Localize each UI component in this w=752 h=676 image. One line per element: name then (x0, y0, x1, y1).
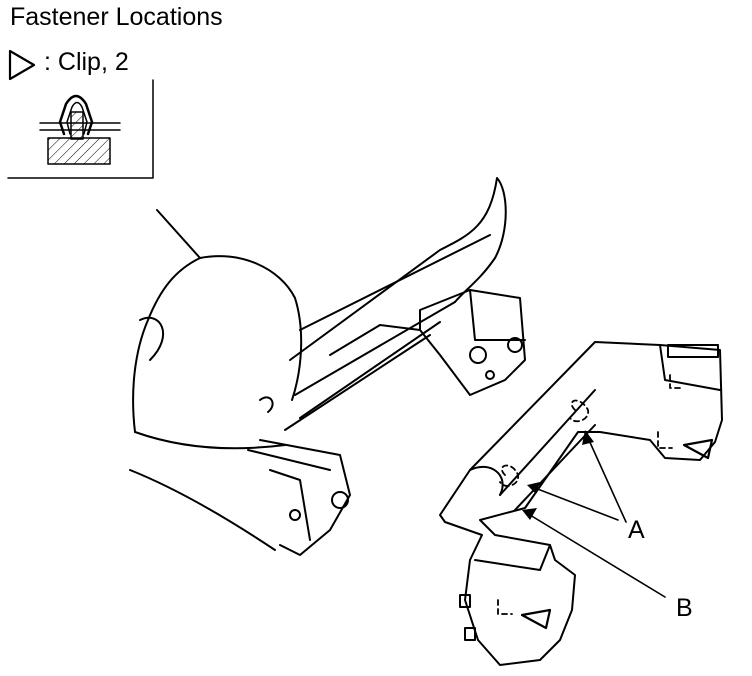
clip-positions (497, 374, 685, 615)
clip-marker-icon (682, 438, 714, 460)
seat-assembly (129, 177, 526, 556)
clip-symbol-icon (8, 49, 36, 81)
clip-legend-label: : Clip, 2 (44, 48, 129, 76)
callout-a-label: A (628, 516, 645, 544)
seat-cover-panel (439, 341, 723, 666)
callout-leaders (529, 437, 666, 598)
clip-marker-icon (520, 608, 552, 630)
page-title: Fastener Locations (10, 3, 223, 31)
clip-inset (7, 79, 154, 179)
callout-b-label: B (676, 594, 693, 622)
